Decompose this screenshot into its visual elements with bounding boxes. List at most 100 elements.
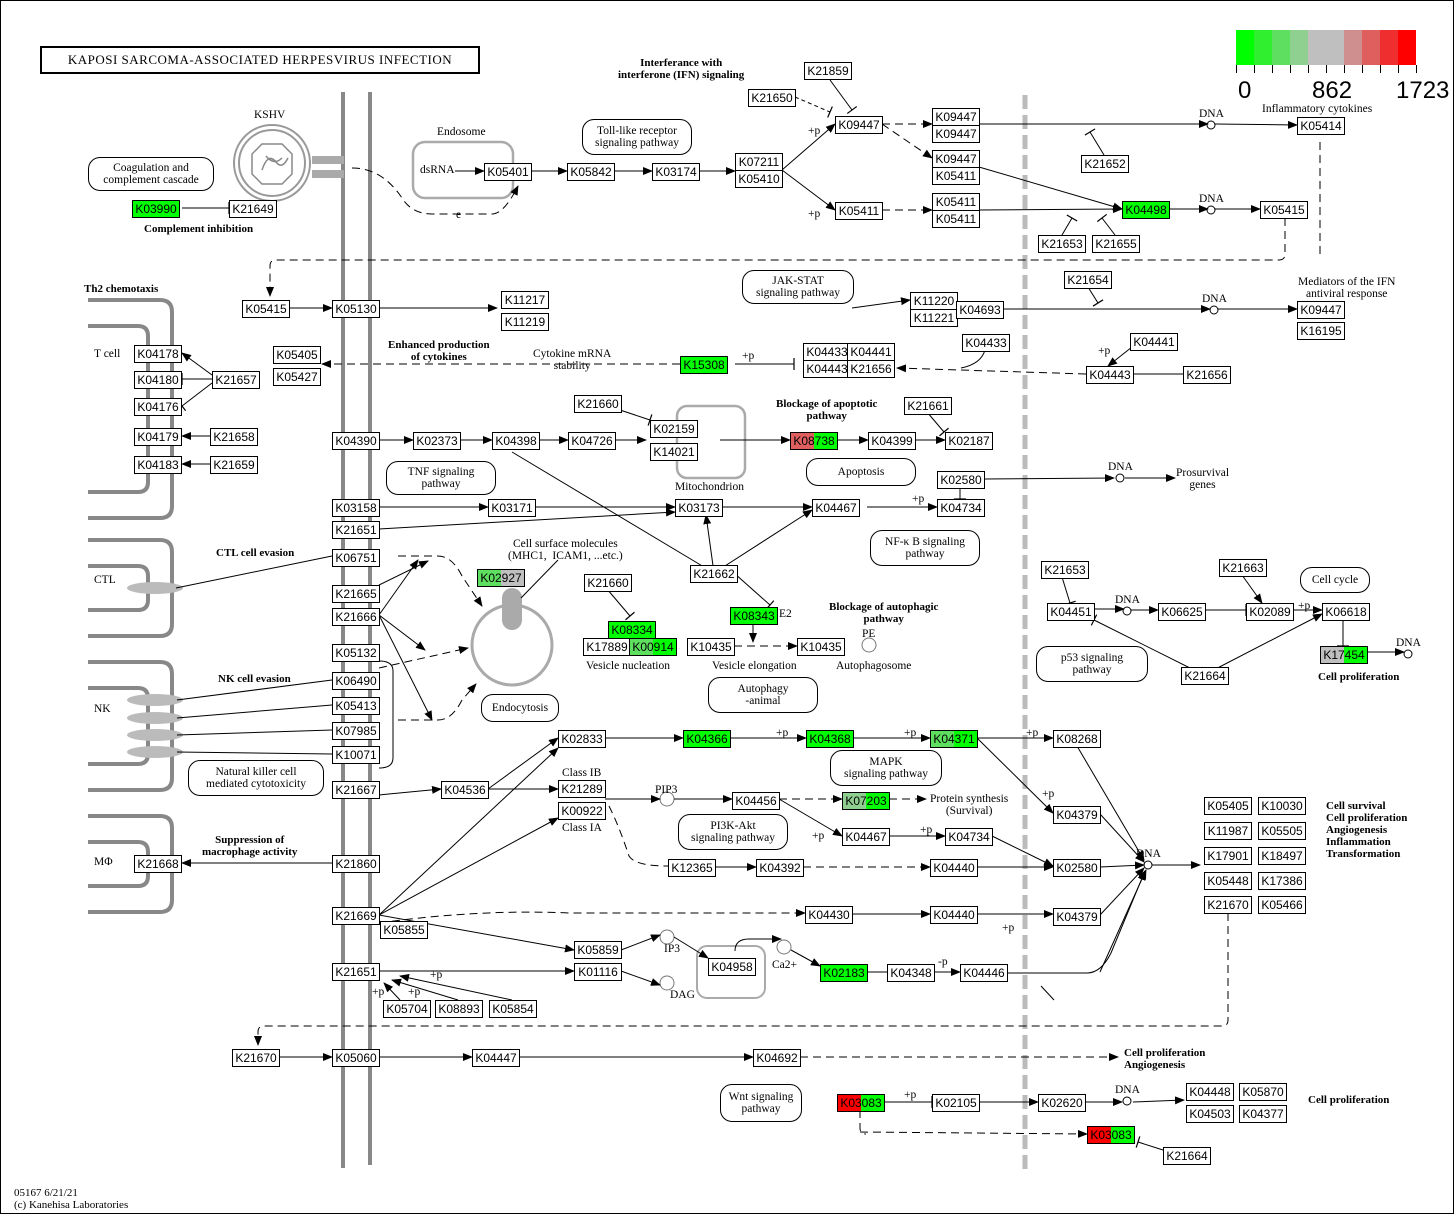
ko-node-k09447[interactable]: K09447 <box>1297 301 1345 319</box>
ko-node-k04726[interactable]: K04726 <box>568 432 616 450</box>
ko-node-k21662[interactable]: K21662 <box>690 565 738 583</box>
ko-node-k02833[interactable]: K02833 <box>558 730 606 748</box>
ko-node-k02159[interactable]: K02159 <box>650 420 698 438</box>
ko-node-k21665[interactable]: K21665 <box>332 585 380 603</box>
ko-node-k21649[interactable]: K21649 <box>229 200 277 218</box>
ko-node-k21661[interactable]: K21661 <box>904 397 952 415</box>
ko-node-k03158[interactable]: K03158 <box>332 499 380 517</box>
ko-node-k02089[interactable]: K02089 <box>1246 603 1294 621</box>
ko-node-k21670[interactable]: K21670 <box>232 1049 280 1067</box>
ko-node-k10071[interactable]: K10071 <box>332 746 380 764</box>
ko-node-k10030[interactable]: K10030 <box>1258 797 1306 815</box>
ko-node-k21659[interactable]: K21659 <box>210 456 258 474</box>
ko-node-k04366[interactable]: K04366 <box>683 730 731 748</box>
ko-node-k04958[interactable]: K04958 <box>708 958 756 976</box>
ko-node-k04440[interactable]: K04440 <box>930 859 978 877</box>
ko-node-k04392[interactable]: K04392 <box>756 859 804 877</box>
ko-node-k08334[interactable]: K08334 <box>608 621 656 639</box>
pathway-link[interactable]: JAK-STAT signaling pathway <box>742 270 854 304</box>
ko-node-k10435[interactable]: K10435 <box>687 638 735 656</box>
ko-node-k21664[interactable]: K21664 <box>1181 667 1229 685</box>
ko-node-k21664[interactable]: K21664 <box>1163 1147 1211 1165</box>
ko-node-k02580[interactable]: K02580 <box>1053 859 1101 877</box>
ko-node-k04348[interactable]: K04348 <box>887 964 935 982</box>
ko-node-k02620[interactable]: K02620 <box>1038 1094 1086 1112</box>
pathway-link[interactable]: Coagulation and complement cascade <box>88 157 214 191</box>
ko-node-k11219[interactable]: K11219 <box>501 313 549 331</box>
ko-node-k17386[interactable]: K17386 <box>1258 872 1306 890</box>
ko-node-k08268[interactable]: K08268 <box>1053 730 1101 748</box>
ko-node-k06625[interactable]: K06625 <box>1158 603 1206 621</box>
ko-node-k04399[interactable]: K04399 <box>868 432 916 450</box>
ko-node-k04179[interactable]: K04179 <box>134 428 182 446</box>
ko-node-k05466[interactable]: K05466 <box>1258 896 1306 914</box>
ko-node-k05870[interactable]: K05870 <box>1239 1083 1287 1101</box>
ko-node-k04183[interactable]: K04183 <box>134 456 182 474</box>
ko-node-k18497[interactable]: K18497 <box>1258 847 1306 865</box>
ko-node-k21660[interactable]: K21660 <box>574 395 622 413</box>
ko-node-k02187[interactable]: K02187 <box>945 432 993 450</box>
ko-node-k05505[interactable]: K05505 <box>1258 822 1306 840</box>
ko-node-k11221[interactable]: K11221 <box>910 309 958 327</box>
ko-node-k02927[interactable]: K02927 <box>477 569 525 587</box>
pathway-link[interactable]: Cell cycle <box>1300 567 1370 593</box>
ko-node-k11217[interactable]: K11217 <box>501 291 549 309</box>
ko-node-k21653[interactable]: K21653 <box>1038 235 1086 253</box>
ko-node-k21656[interactable]: K21656 <box>847 360 895 378</box>
ko-node-k04734[interactable]: K04734 <box>937 499 985 517</box>
ko-node-k21668[interactable]: K21668 <box>134 855 182 873</box>
ko-node-k21651[interactable]: K21651 <box>332 521 380 539</box>
ko-node-k21653[interactable]: K21653 <box>1041 561 1089 579</box>
ko-node-k21657[interactable]: K21657 <box>212 371 260 389</box>
ko-node-k04451[interactable]: K04451 <box>1047 603 1095 621</box>
ko-node-k21650[interactable]: K21650 <box>748 89 796 107</box>
ko-node-k21654[interactable]: K21654 <box>1064 271 1112 289</box>
pathway-link[interactable]: TNF signaling pathway <box>386 461 496 495</box>
ko-node-k04536[interactable]: K04536 <box>441 781 489 799</box>
ko-node-k05704[interactable]: K05704 <box>383 1000 431 1018</box>
pathway-link[interactable]: Toll-like receptor signaling pathway <box>582 119 692 155</box>
ko-node-k21670[interactable]: K21670 <box>1204 896 1252 914</box>
ko-node-k06751[interactable]: K06751 <box>332 549 380 567</box>
ko-node-k04692[interactable]: K04692 <box>753 1049 801 1067</box>
ko-node-k04180[interactable]: K04180 <box>134 371 182 389</box>
ko-node-k04379[interactable]: K04379 <box>1053 806 1101 824</box>
ko-node-k05842[interactable]: K05842 <box>567 163 615 181</box>
ko-node-k04441[interactable]: K04441 <box>847 343 895 361</box>
ko-node-k21658[interactable]: K21658 <box>210 428 258 446</box>
ko-node-k09447[interactable]: K09447 <box>932 108 980 126</box>
ko-node-k16195[interactable]: K16195 <box>1297 322 1345 340</box>
ko-node-k21651[interactable]: K21651 <box>332 963 380 981</box>
ko-node-k05855[interactable]: K05855 <box>380 921 428 939</box>
pathway-link[interactable]: p53 signaling pathway <box>1036 646 1148 682</box>
ko-node-k05414[interactable]: K05414 <box>1297 117 1345 135</box>
ko-node-k03174[interactable]: K03174 <box>652 163 700 181</box>
ko-node-k21859[interactable]: K21859 <box>804 62 852 80</box>
ko-node-k15308[interactable]: K15308 <box>680 356 728 374</box>
ko-node-k05411[interactable]: K05411 <box>932 193 980 211</box>
ko-node-k00922[interactable]: K00922 <box>558 802 606 820</box>
pathway-link[interactable]: Autophagy -animal <box>708 677 818 713</box>
ko-node-k05405[interactable]: K05405 <box>1204 797 1252 815</box>
ko-node-k10435[interactable]: K10435 <box>797 638 845 656</box>
ko-node-k17901[interactable]: K17901 <box>1204 847 1252 865</box>
ko-node-k04433[interactable]: K04433 <box>962 334 1010 352</box>
ko-node-k07985[interactable]: K07985 <box>332 722 380 740</box>
ko-node-k04178[interactable]: K04178 <box>134 345 182 363</box>
pathway-link[interactable]: Wnt signaling pathway <box>720 1084 802 1122</box>
ko-node-k04379[interactable]: K04379 <box>1053 908 1101 926</box>
ko-node-k03173[interactable]: K03173 <box>675 499 723 517</box>
ko-node-k21669[interactable]: K21669 <box>332 907 380 925</box>
ko-node-k04398[interactable]: K04398 <box>492 432 540 450</box>
ko-node-k02580[interactable]: K02580 <box>937 471 985 489</box>
ko-node-k05411[interactable]: K05411 <box>932 167 980 185</box>
ko-node-k04498[interactable]: K04498 <box>1122 201 1170 219</box>
ko-node-k05427[interactable]: K05427 <box>273 368 321 386</box>
ko-node-k17889[interactable]: K17889 <box>583 638 631 656</box>
pathway-link[interactable]: Natural killer cell mediated cytotoxicit… <box>188 760 324 796</box>
ko-node-k03990[interactable]: K03990 <box>132 200 180 218</box>
ko-node-k21655[interactable]: K21655 <box>1092 235 1140 253</box>
ko-node-k05854[interactable]: K05854 <box>489 1000 537 1018</box>
ko-node-k04448[interactable]: K04448 <box>1186 1083 1234 1101</box>
ko-node-k09447[interactable]: K09447 <box>932 125 980 143</box>
